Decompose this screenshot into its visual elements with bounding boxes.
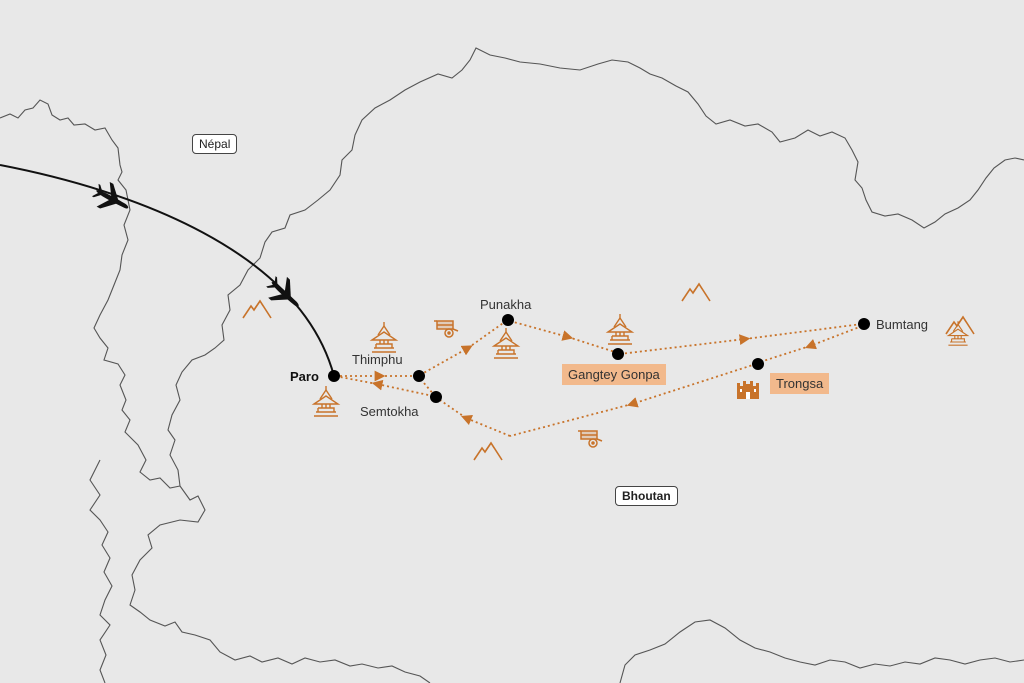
city-label-trongsa: Trongsa	[770, 373, 830, 394]
castle-icon	[737, 381, 759, 399]
city-dot-bumtang	[858, 318, 870, 330]
city-dot-punakha	[502, 314, 514, 326]
temple-icon	[313, 385, 339, 417]
route-lines	[339, 320, 863, 437]
city-label-gangtey: Gangtey Gonpa	[562, 364, 666, 385]
city-dot-trongsa	[752, 358, 764, 370]
city-dot-paro	[328, 370, 340, 382]
country-borders	[0, 47, 1024, 683]
mountain-icon	[473, 442, 503, 461]
country-label-nepal: Népal	[192, 134, 238, 154]
city-dots	[328, 314, 870, 403]
country-label-bhutan: Bhoutan	[615, 486, 678, 506]
city-label-punakha: Punakha	[480, 297, 532, 312]
city-dot-semtokha	[430, 391, 442, 403]
city-dot-thimphu	[413, 370, 425, 382]
city-label-thimphu: Thimphu	[352, 352, 403, 367]
city-labels: Paro Thimphu Semtokha Punakha Bumtang	[290, 297, 928, 419]
cart-icon	[433, 320, 459, 338]
mountain-icon	[945, 316, 975, 335]
mountain-icon	[242, 300, 272, 319]
cart-icon	[577, 430, 603, 448]
temple-icon	[607, 313, 633, 345]
city-label-paro: Paro	[290, 369, 319, 384]
temple-icon	[493, 327, 519, 359]
flight-path	[0, 164, 335, 377]
city-label-bumtang: Bumtang	[876, 317, 928, 332]
city-label-semtokha: Semtokha	[360, 404, 419, 419]
city-dot-gangtey	[612, 348, 624, 360]
mountain-icon	[681, 283, 711, 302]
temple-icon	[371, 321, 397, 353]
